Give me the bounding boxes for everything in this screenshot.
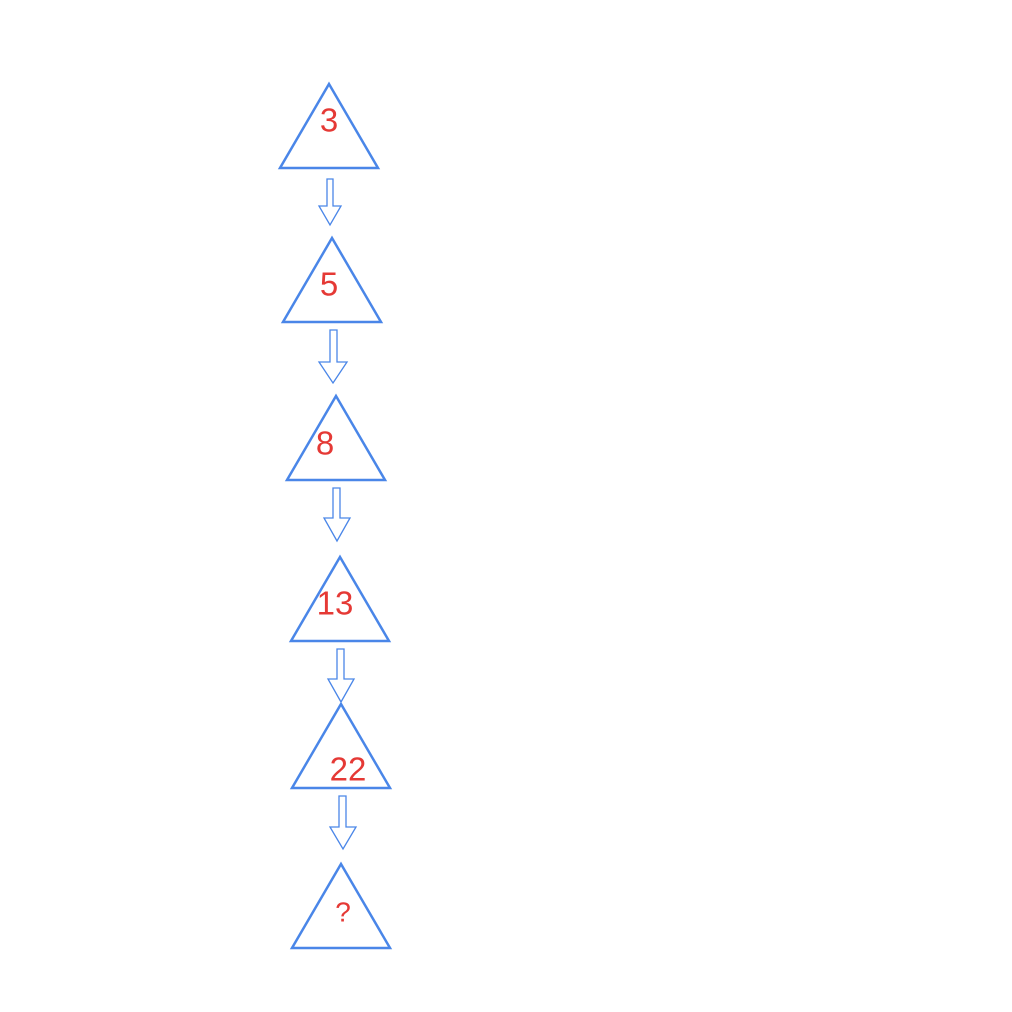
down-arrow-icon bbox=[317, 178, 343, 227]
down-arrow-icon bbox=[326, 648, 356, 704]
node-number: 5 bbox=[320, 266, 338, 303]
triangle-shape bbox=[288, 554, 392, 643]
triangle-shape bbox=[280, 235, 384, 324]
sequence-node: ? bbox=[289, 861, 393, 950]
node-number: ? bbox=[335, 896, 351, 927]
triangle-shape bbox=[289, 861, 393, 950]
node-number: 22 bbox=[330, 751, 367, 788]
node-number: 8 bbox=[316, 425, 334, 462]
down-arrow-icon bbox=[322, 487, 352, 543]
node-number: 13 bbox=[317, 585, 354, 622]
down-arrow-icon bbox=[328, 795, 358, 851]
triangle-shape bbox=[289, 701, 393, 790]
down-arrow-icon bbox=[317, 329, 349, 385]
sequence-node: 8 bbox=[284, 393, 388, 482]
triangle-shape bbox=[277, 81, 381, 170]
sequence-node: 13 bbox=[288, 554, 392, 643]
triangle-shape bbox=[284, 393, 388, 482]
node-number: 3 bbox=[320, 102, 338, 139]
sequence-node: 22 bbox=[289, 701, 393, 790]
sequence-node: 5 bbox=[280, 235, 384, 324]
sequence-node: 3 bbox=[277, 81, 381, 170]
